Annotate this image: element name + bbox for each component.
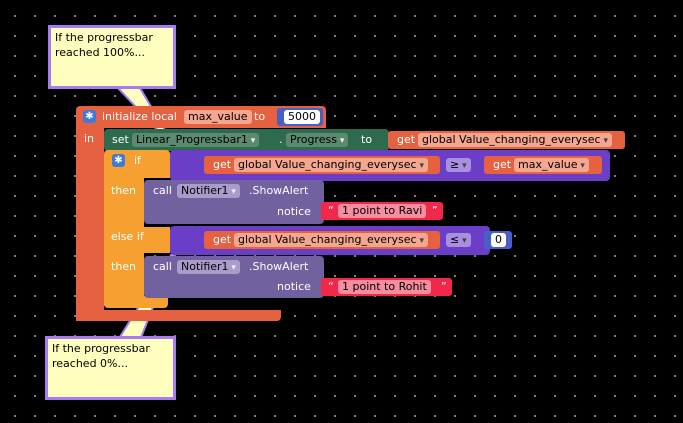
dot-label: . [279,133,283,146]
initialize-local-body [76,126,104,321]
else-if-row [104,227,170,253]
initialize-local-footer [76,310,281,321]
local-var-name-field[interactable]: max_value [184,110,252,124]
gear-icon[interactable]: ✱ [83,110,96,123]
variable-dropdown-max[interactable]: max_value [514,158,589,172]
operator-dropdown-gte[interactable]: ≥ [446,158,471,172]
in-label: in [84,132,95,145]
initialize-local-label: initialize local [102,110,177,123]
init-to-label: to [254,110,266,123]
variable-dropdown-compare1[interactable]: global Value_changing_everysec [234,158,428,172]
property-dropdown-progress[interactable]: Progress [286,133,349,147]
quote-close-1: ” [432,204,438,217]
notice-label-2: notice [277,280,311,293]
quote-close-2: ” [441,280,447,293]
comment-bubble-bottom[interactable]: If the progressbar reached 0%... [45,336,176,400]
number-value-zero[interactable]: 0 [491,233,506,247]
get-label-compare1: get [213,158,232,171]
variable-dropdown-set[interactable]: global Value_changing_everysec [418,133,612,147]
then-label-2: then [111,260,137,273]
get-label-max: get [493,158,512,171]
alert-text-field-2[interactable]: 1 point to Rohit [338,280,431,294]
component-dropdown-progressbar[interactable]: Linear_Progressbar1 [132,133,260,147]
call-label-1: call [153,184,172,197]
quote-open-2: “ [328,280,334,293]
set-to-label: to [361,133,373,146]
number-value-5000[interactable]: 5000 [284,110,320,124]
notice-label-1: notice [277,205,311,218]
if-block-footer [104,296,168,308]
else-if-label: else if [111,230,144,243]
if-label: if [134,154,141,167]
show-alert-method-1: .ShowAlert [249,184,309,197]
quote-open-1: “ [328,204,334,217]
alert-text-field-1[interactable]: 1 point to Ravi [338,204,427,218]
notifier-dropdown-2[interactable]: Notifier1 [177,260,240,274]
call-label-2: call [153,260,172,273]
set-label: set [112,133,129,146]
operator-dropdown-lte[interactable]: ≤ [446,233,471,247]
gear-icon[interactable]: ✱ [112,154,125,167]
variable-dropdown-compare2[interactable]: global Value_changing_everysec [234,233,428,247]
comment-bubble-top[interactable]: If the progressbar reached 100%... [48,25,176,89]
get-label-compare2: get [213,233,232,246]
then-label: then [111,184,137,197]
show-alert-method-2: .ShowAlert [249,260,309,273]
get-label-set: get [397,133,416,146]
notifier-dropdown-1[interactable]: Notifier1 [177,184,240,198]
